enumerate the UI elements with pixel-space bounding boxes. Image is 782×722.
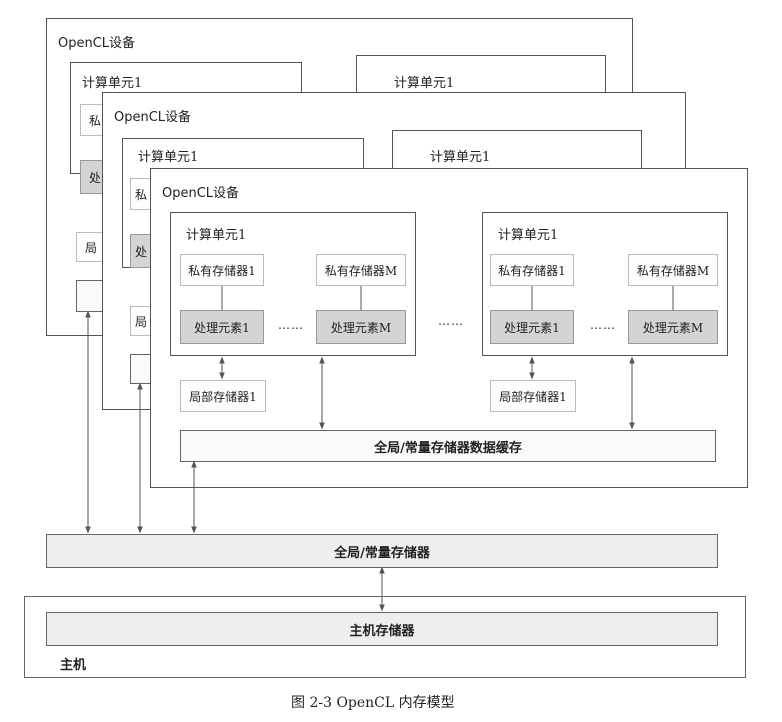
private-memory-1-cu1: 私有存储器1	[180, 254, 264, 286]
device-front-label: OpenCL设备	[162, 186, 240, 201]
device-back-label: OpenCL设备	[58, 36, 136, 51]
local-memory-middle: 局	[130, 306, 152, 336]
compute-unit-front-1-label: 计算单元1	[186, 228, 247, 243]
local-memory-1-cu1: 局部存储器1	[180, 380, 266, 412]
compute-unit-back-2-label: 计算单元1	[394, 76, 455, 91]
global-constant-memory: 全局/常量存储器	[46, 534, 718, 568]
global-constant-cache: 全局/常量存储器数据缓存	[180, 430, 716, 462]
processing-element-1-cu1: 处理元素1	[180, 310, 264, 344]
private-memory-m-cu1: 私有存储器M	[316, 254, 406, 286]
private-memory-1-cu2: 私有存储器1	[490, 254, 574, 286]
compute-unit-back-1-label: 计算单元1	[82, 76, 143, 91]
host-memory: 主机存储器	[46, 612, 718, 646]
compute-unit-front-2-label: 计算单元1	[498, 228, 559, 243]
ellipsis-cu2: ……	[590, 318, 616, 332]
processing-element-middle: 处	[130, 234, 152, 268]
ellipsis-cu1: ……	[278, 318, 304, 332]
processing-element-m-cu2: 处理元素M	[628, 310, 718, 344]
processing-element-m-cu1: 处理元素M	[316, 310, 406, 344]
device-middle-label: OpenCL设备	[114, 110, 192, 125]
private-memory-m-cu2: 私有存储器M	[628, 254, 718, 286]
ellipsis-between-units: ……	[438, 314, 464, 328]
processing-element-1-cu2: 处理元素1	[490, 310, 574, 344]
local-memory-1-cu2: 局部存储器1	[490, 380, 576, 412]
host-label: 主机	[60, 658, 87, 673]
compute-unit-middle-1-label: 计算单元1	[138, 150, 199, 165]
compute-unit-middle-2-label: 计算单元1	[430, 150, 491, 165]
figure-caption: 图 2-3 OpenCL 内存模型	[291, 695, 455, 711]
